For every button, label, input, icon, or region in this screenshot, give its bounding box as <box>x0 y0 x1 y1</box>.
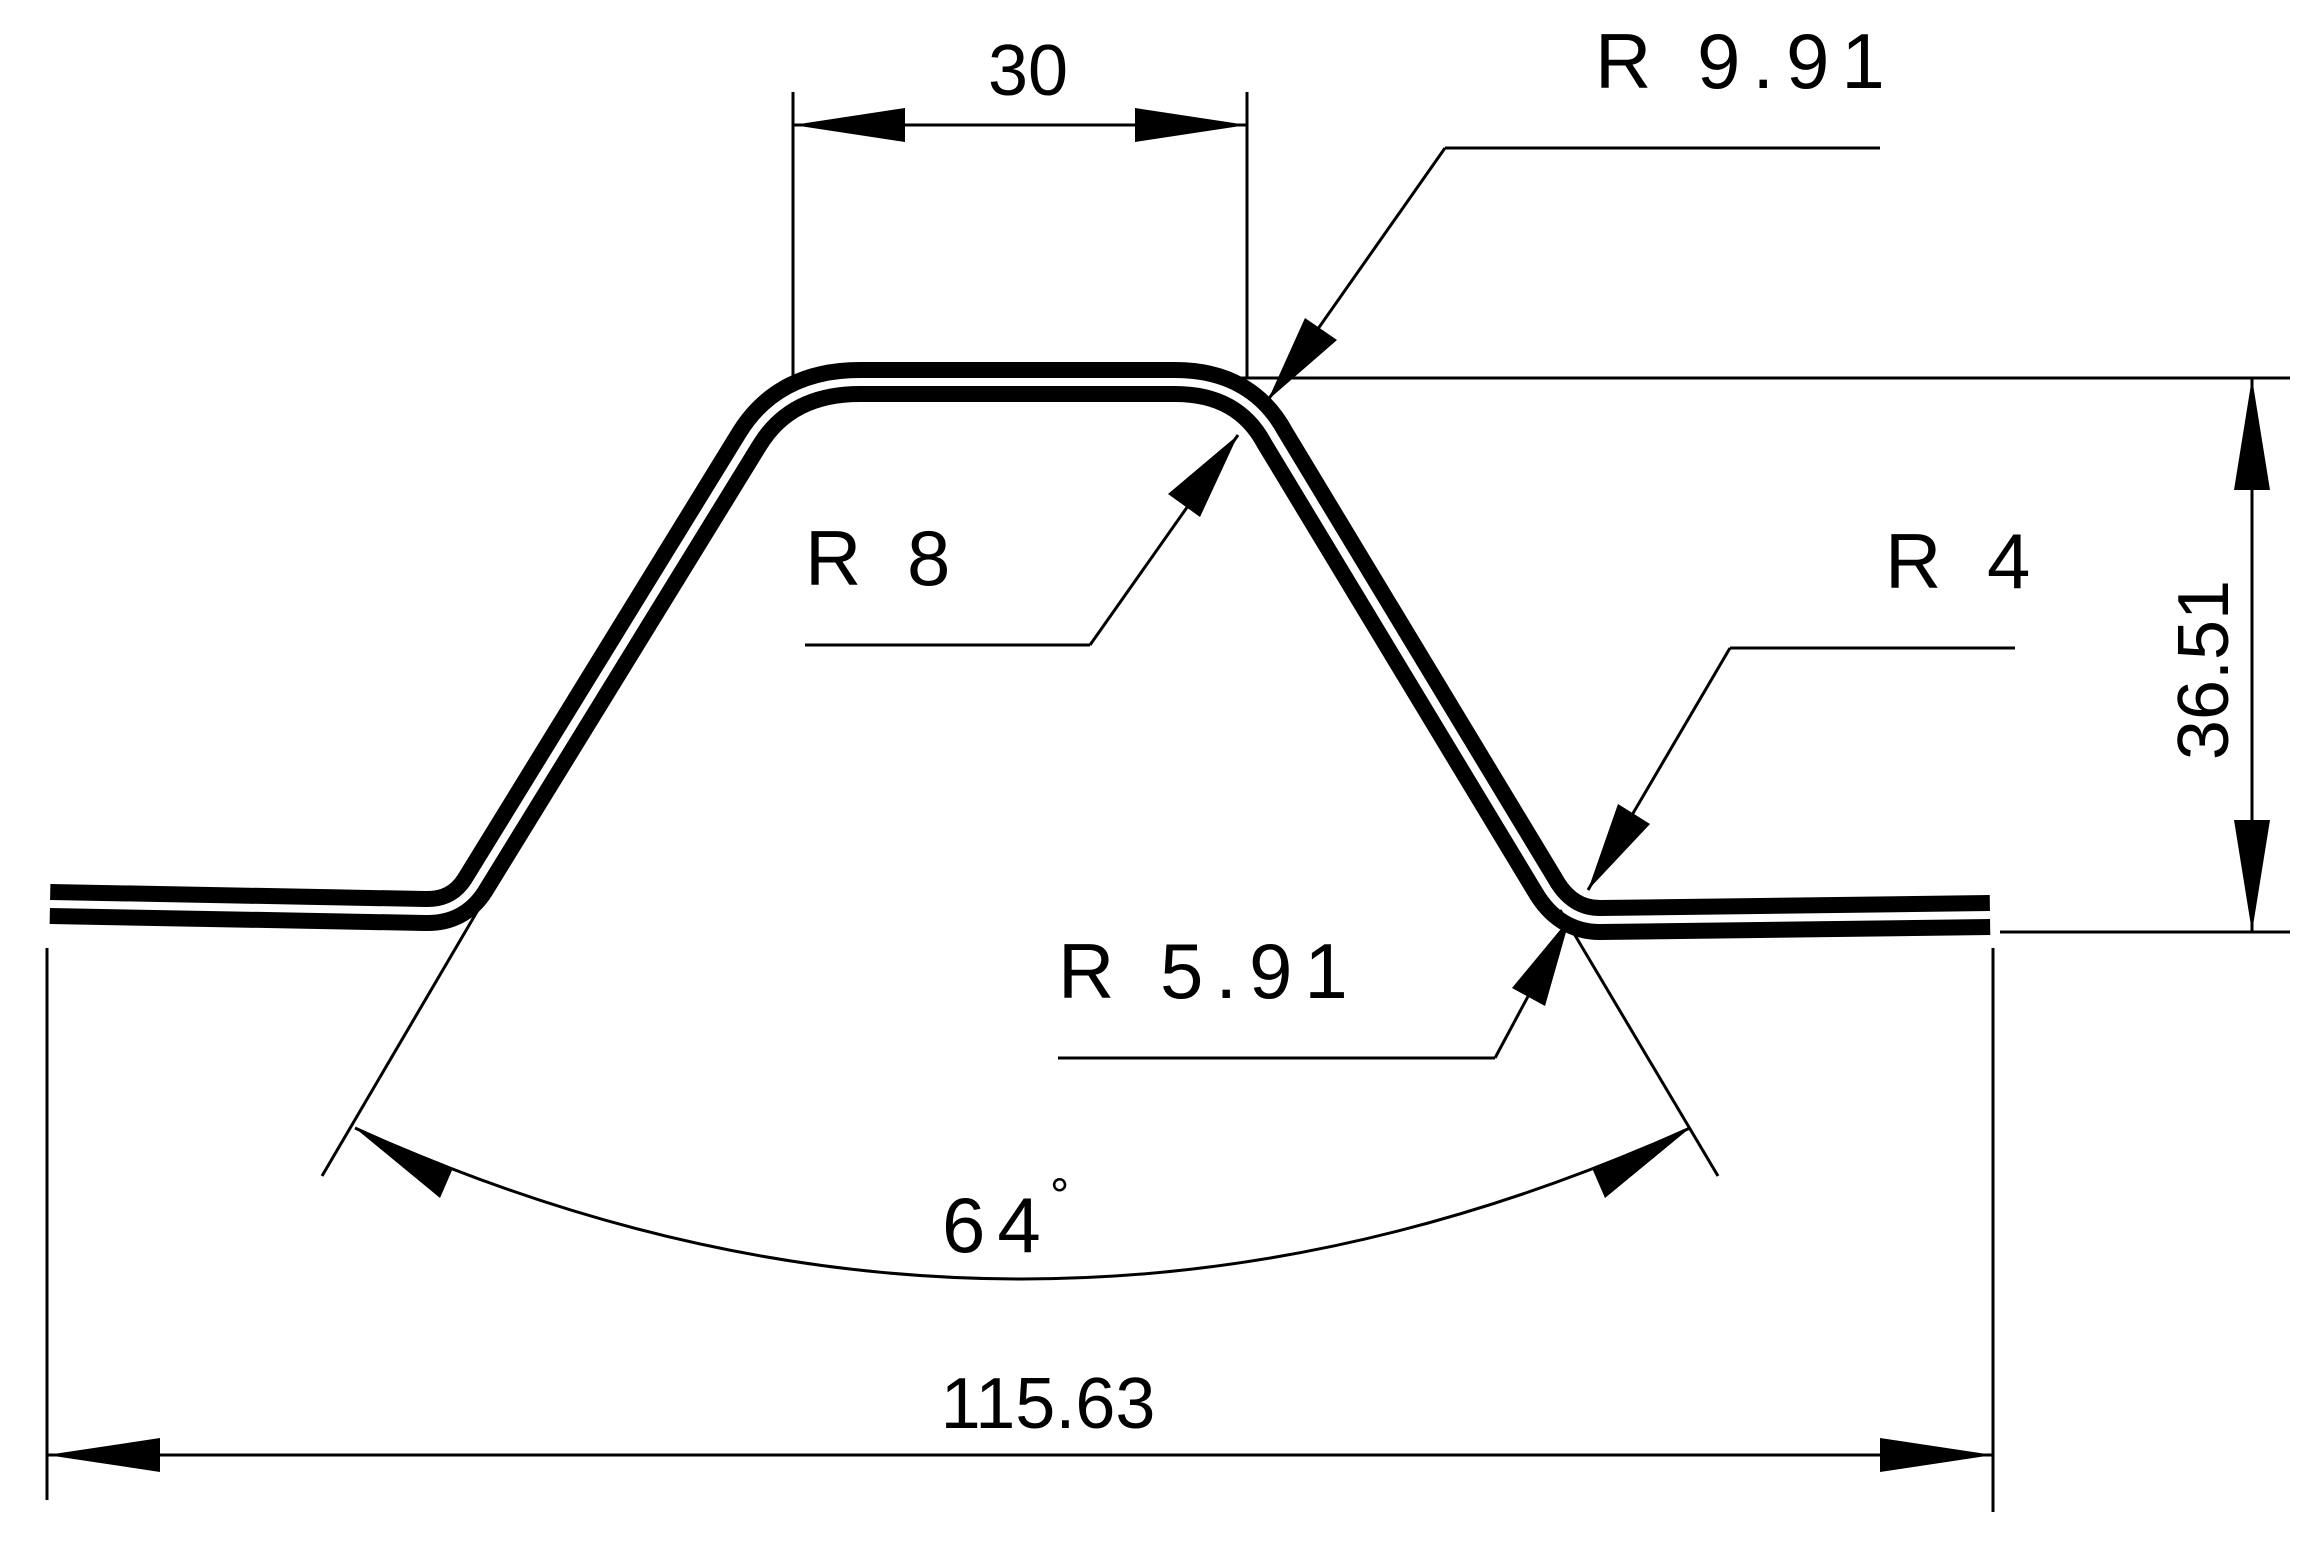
leader-arrowhead <box>1588 804 1650 890</box>
radius-outer-top-label: R 9.91 <box>1595 17 1897 105</box>
radius-inner-bottom-label: R 5.91 <box>1058 927 1360 1015</box>
arrowhead-left <box>47 1438 160 1472</box>
angle-arrowhead-left <box>355 1128 453 1198</box>
leader-radius-inner-top: R 8 <box>805 434 1240 647</box>
angle-extension-right <box>1558 909 1720 1177</box>
angle-arc <box>354 1126 1691 1281</box>
leader-radius-outer-top: R 9.91 <box>1266 17 1897 401</box>
radius-inner-top-label: R 8 <box>805 514 962 602</box>
dimension-height: 36.51 <box>1232 376 2290 934</box>
top-width-label: 30 <box>988 31 1068 111</box>
profile-shape <box>49 362 1991 940</box>
arrowhead-right <box>1880 1438 1993 1472</box>
leader-arrowhead <box>1268 318 1337 400</box>
angle-extension-left <box>320 909 480 1177</box>
leader-radius-inner-bottom: R 5.91 <box>1058 917 1572 1060</box>
leader-radius-outer-bottom: R 4 <box>1586 517 2042 891</box>
angle-arrowhead-right <box>1592 1128 1690 1198</box>
leader-arrowhead <box>1168 435 1238 517</box>
leader-arrowhead <box>1512 918 1570 1006</box>
arrowhead-bottom <box>2234 820 2270 932</box>
arrowhead-top <box>2234 378 2270 490</box>
radius-outer-bottom-label: R 4 <box>1885 517 2042 605</box>
arrowhead-left <box>793 108 905 142</box>
height-label: 36.51 <box>2164 580 2244 760</box>
dimension-top-width: 30 <box>791 31 1249 378</box>
angle-label: 64 <box>942 1181 1053 1269</box>
arrowhead-right <box>1135 108 1247 142</box>
profile-outline-inner <box>49 378 1991 924</box>
dimension-angle: 64 ° <box>320 909 1720 1281</box>
profile-outline-outer <box>49 362 1991 940</box>
dimension-overall-width: 115.63 <box>45 948 1995 1512</box>
overall-width-label: 115.63 <box>941 1364 1156 1444</box>
angle-unit-label: ° <box>1050 1170 1069 1223</box>
